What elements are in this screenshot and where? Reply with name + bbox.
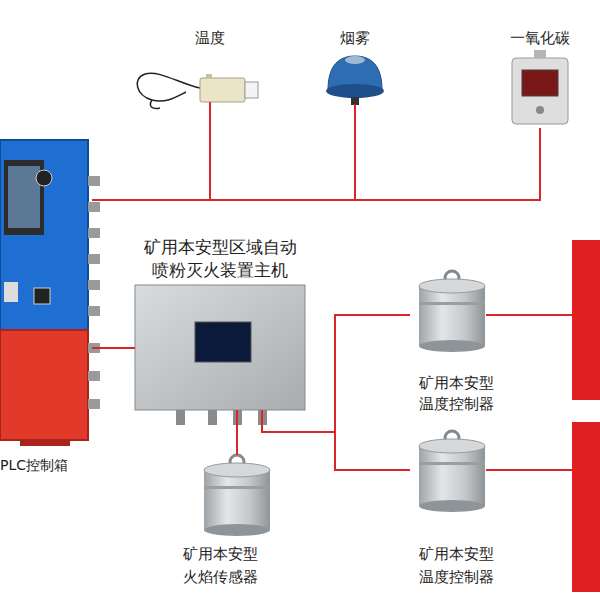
temperature-controller-icon [419,271,485,352]
host-enclosure-icon [135,285,305,425]
node-label: PLC控制箱 [0,455,92,475]
red-cable [236,410,238,455]
co-sensor-icon [512,50,568,124]
node-label: 烟雾 [325,28,385,48]
node-label: 温度 [180,28,240,48]
node-label: 矿用本安型 温度控制器 [412,543,500,589]
node-label: 矿用本安型区域自动 喷粉灭火装置主机 [138,236,303,282]
red-cabinet [572,422,600,592]
temperature-controller: 矿用本安型 温度控制器 [410,268,502,416]
node-label: 矿用本安型 温度控制器 [412,373,500,415]
node-text-group: 矿用本安型 温度控制器 [410,373,502,415]
node-label: 一氧化碳 [500,28,580,48]
node-text-group: 烟雾 [325,28,385,48]
plc-cabinet: PLC控制箱 [0,140,92,476]
temperature-controller-icon [419,431,485,512]
red-cable [92,128,540,200]
flame-sensor-icon [204,455,270,536]
sensor-label-box: 一氧化碳 [500,28,580,128]
sensor-label-box: 烟雾 [325,28,385,104]
node-text-group: 矿用本安型 温度控制器 [410,543,502,589]
smoke-sensor-icon [326,56,384,105]
node-text-group: 温度 [180,28,240,48]
node-text-group: 一氧化碳 [500,28,580,48]
flame-sensor: 矿用本安型 火焰传感器 [168,455,272,590]
red-cable [262,410,410,470]
red-wire [486,315,572,470]
temperature-sensor-icon [137,73,258,108]
red-cabinet [572,240,600,400]
node-text-group: PLC控制箱 [0,455,92,475]
red-cable [92,102,210,200]
node-text-group: 矿用本安型 火焰传感器 [168,543,272,589]
plc-cabinet-icon [0,140,100,446]
node-text-group: 矿用本安型区域自动 喷粉灭火装置主机 [135,236,305,282]
host-unit: 矿用本安型区域自动 喷粉灭火装置主机 [135,236,305,410]
red-cable [92,347,135,349]
red-cable [92,104,355,200]
temperature-controller: 矿用本安型 温度控制器 [410,428,502,590]
red-cable [262,315,410,432]
node-label: 矿用本安型 火焰传感器 [174,543,266,589]
sensor-label-box: 温度 [180,28,240,102]
